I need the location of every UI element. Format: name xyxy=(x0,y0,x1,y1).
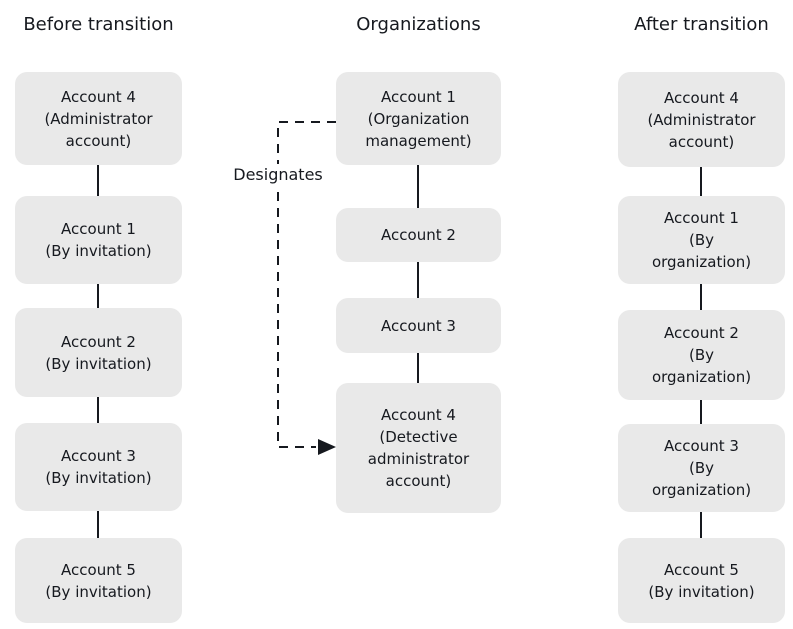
node-before-account-3: Account 3 (By invitation) xyxy=(15,423,182,511)
connector-line xyxy=(417,262,419,298)
node-before-account-5: Account 5 (By invitation) xyxy=(15,538,182,623)
node-before-account-1: Account 1 (By invitation) xyxy=(15,196,182,284)
connector-line xyxy=(97,397,99,423)
node-before-account-2: Account 2 (By invitation) xyxy=(15,308,182,397)
connector-line xyxy=(700,400,702,424)
node-after-account-1: Account 1 (By organization) xyxy=(618,196,785,284)
node-org-account-1: Account 1 (Organization management) xyxy=(336,72,501,165)
node-before-account-4: Account 4 (Administrator account) xyxy=(15,72,182,165)
node-after-account-5: Account 5 (By invitation) xyxy=(618,538,785,623)
column-header-organizations: Organizations xyxy=(356,14,481,35)
arrowhead-icon xyxy=(318,439,336,455)
node-org-account-4: Account 4 (Detective administrator accou… xyxy=(336,383,501,513)
connector-line xyxy=(417,165,419,208)
column-header-after-transition: After transition xyxy=(634,14,769,35)
node-after-account-2: Account 2 (By organization) xyxy=(618,310,785,400)
node-org-account-3: Account 3 xyxy=(336,298,501,353)
connector-line xyxy=(700,167,702,196)
connector-line xyxy=(700,512,702,538)
connector-line xyxy=(97,511,99,538)
designates-label: Designates xyxy=(230,164,326,186)
connector-line xyxy=(97,284,99,308)
connector-line xyxy=(700,284,702,310)
node-after-account-3: Account 3 (By organization) xyxy=(618,424,785,512)
connector-line xyxy=(97,165,99,196)
node-after-account-4: Account 4 (Administrator account) xyxy=(618,72,785,167)
connector-line xyxy=(417,353,419,383)
column-header-before-transition: Before transition xyxy=(23,14,174,35)
node-org-account-2: Account 2 xyxy=(336,208,501,262)
